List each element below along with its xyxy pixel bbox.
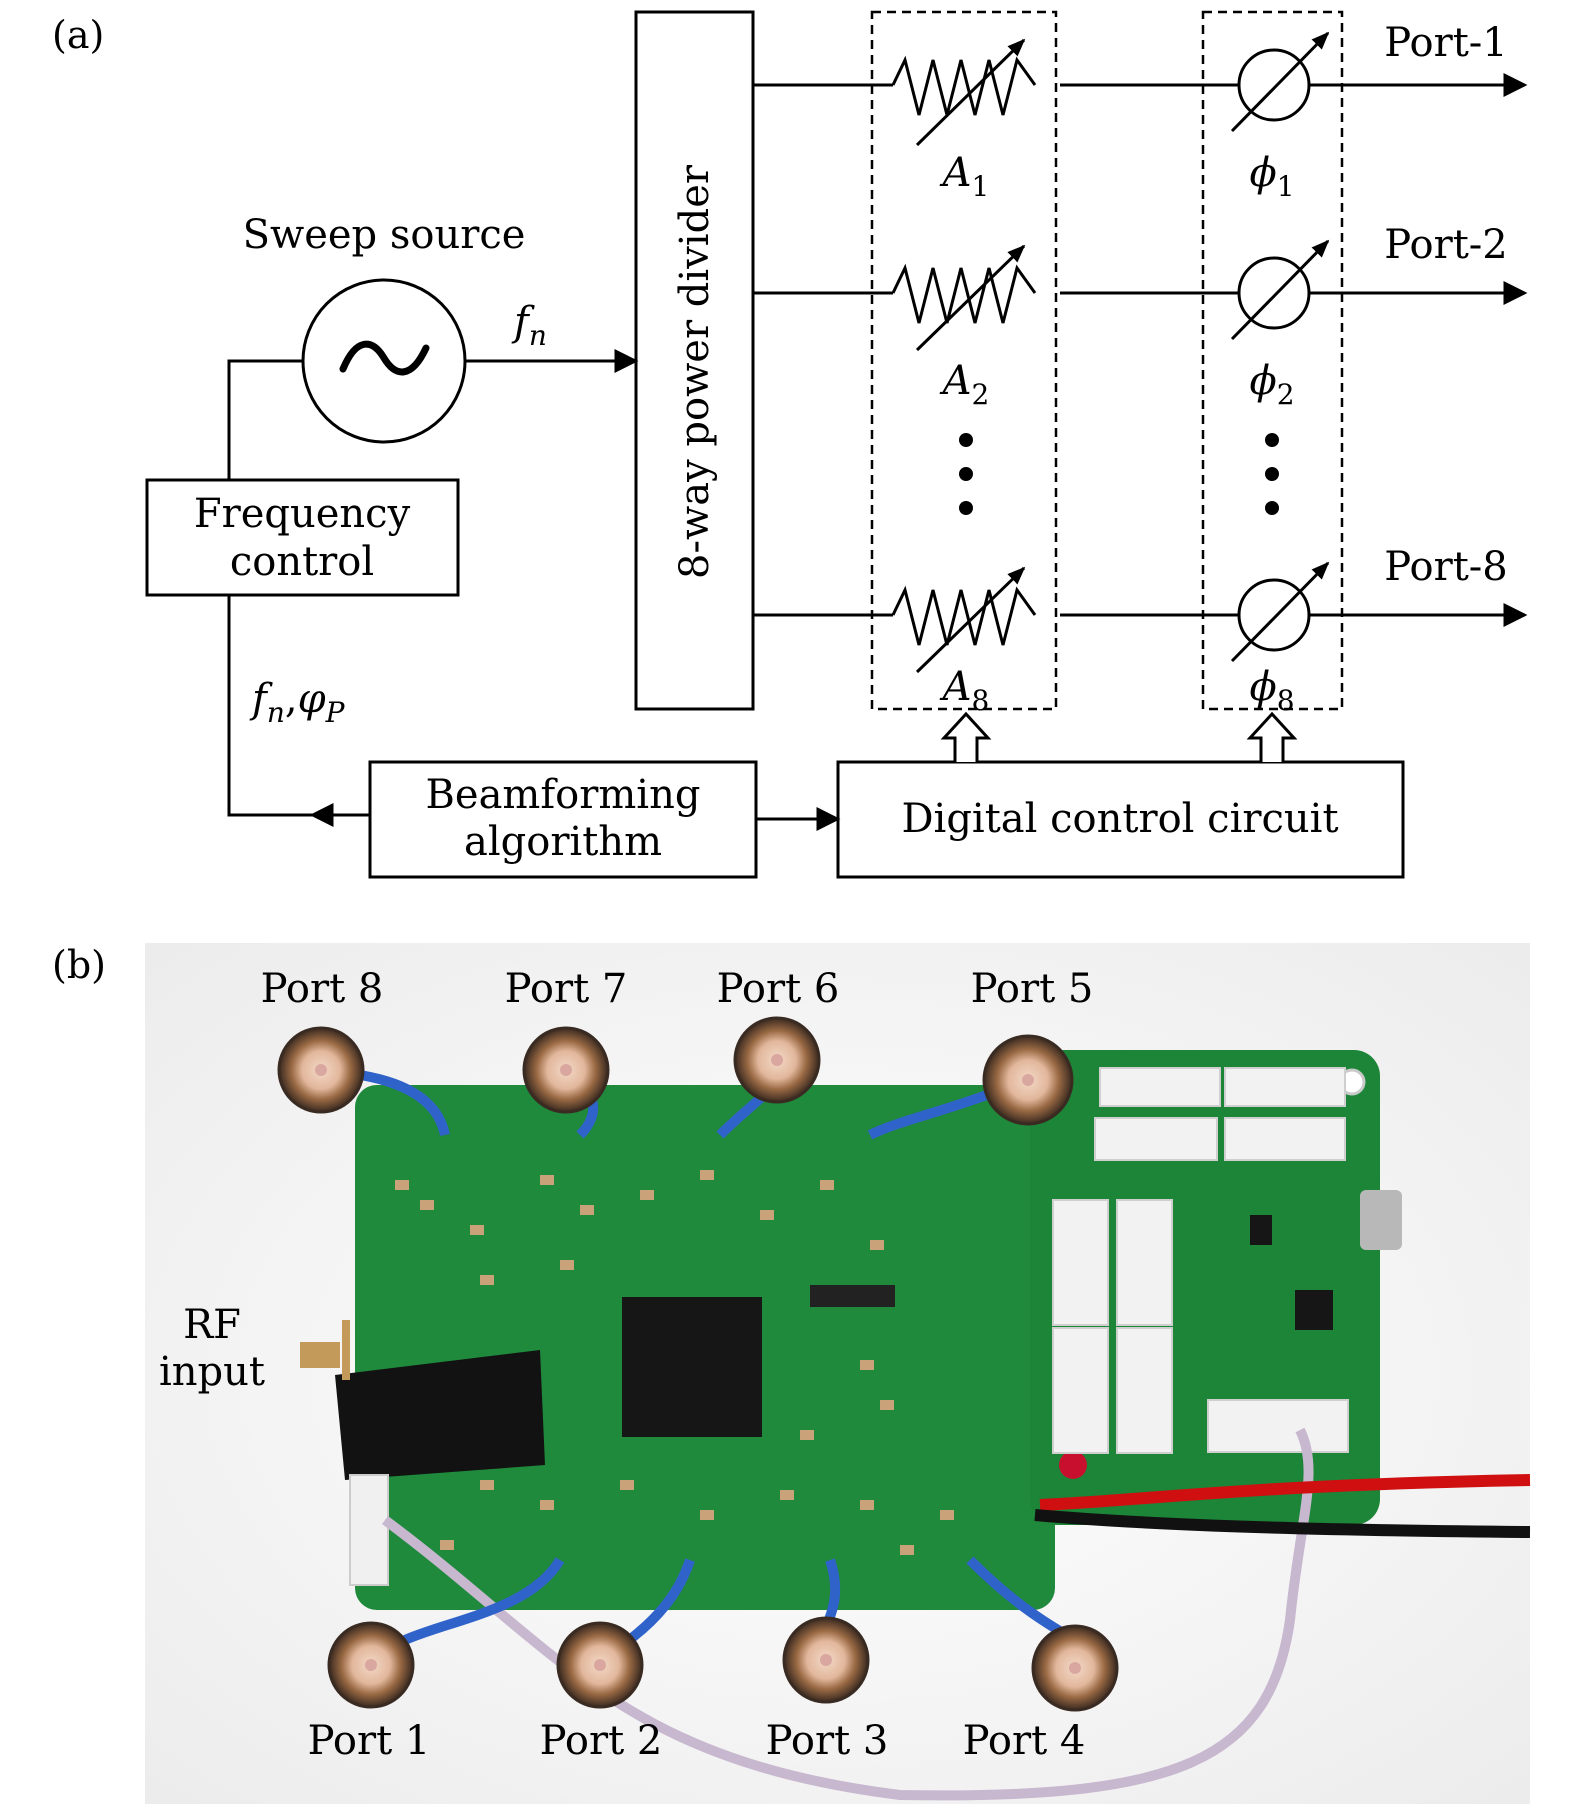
phase-shifter-8-icon — [1237, 578, 1311, 652]
mount-hole-red — [1059, 1451, 1087, 1479]
top-port-label-7: Port 7 — [505, 966, 628, 1012]
phase-shifter-group — [1201, 10, 1344, 711]
frequency-control-line1: Frequency — [194, 491, 411, 537]
attenuator-group — [870, 10, 1058, 711]
phase-shifter-2-label: ϕ2 — [1249, 358, 1294, 411]
attenuator-1-icon — [891, 55, 1037, 116]
top-port-label-5: Port 5 — [971, 966, 1094, 1012]
attenuator-8-label: A8 — [939, 664, 990, 717]
phase-shifter-1-icon — [1237, 48, 1311, 122]
source-control-link — [227, 359, 303, 480]
bottom-port-label-3: Port 3 — [766, 1718, 889, 1764]
channel-row-2: A2 ϕ2 Port-2 — [753, 222, 1528, 411]
power-cable-black — [1034, 1509, 1531, 1538]
rf-input-label-line1: RF — [183, 1302, 241, 1348]
phase-shifter-2-icon — [1237, 256, 1311, 330]
port-1-label: Port-1 — [1384, 20, 1508, 66]
bottom-port-label-1: Port 1 — [308, 1718, 431, 1764]
panel-b-label: (b) — [52, 943, 106, 987]
rf-input-connector — [300, 1342, 340, 1368]
digital-control-label: Digital control circuit — [901, 796, 1338, 842]
digital-control-box — [836, 760, 1405, 879]
ribbon-connector-left — [349, 1474, 389, 1586]
header-connectors — [1052, 1067, 1349, 1454]
phase-shifter-8-label: ϕ8 — [1249, 664, 1294, 717]
port-2-label: Port-2 — [1384, 222, 1508, 268]
top-port-label-6: Port 6 — [717, 966, 840, 1012]
ellipsis-dots — [959, 433, 1279, 515]
channel-row-1: A1 ϕ1 Port-1 — [753, 20, 1528, 203]
power-cable-red — [1039, 1474, 1531, 1511]
frequency-control-box — [145, 478, 460, 597]
phase-shifter-1-label: ϕ1 — [1249, 150, 1294, 203]
channel-row-8: A8 ϕ8 Port-8 — [753, 544, 1528, 717]
attenuator-1-label: A1 — [939, 150, 990, 203]
beamforming-line1: Beamforming — [426, 772, 701, 818]
panel-b: (b) — [52, 943, 1531, 1804]
frequency-control-line2: control — [230, 539, 374, 585]
top-port-label-8: Port 8 — [261, 966, 384, 1012]
usb-port — [1360, 1190, 1402, 1250]
rf-input-label-line2: input — [159, 1349, 265, 1395]
control-arrow-phase-shifters — [1246, 711, 1298, 762]
attenuator-8-icon — [891, 585, 1037, 646]
panel-a: (a) Sweep source fn Frequency control fn… — [52, 10, 1528, 879]
power-divider-label: 8-way power divider — [672, 164, 718, 579]
beamforming-line2: algorithm — [464, 819, 662, 865]
bottom-sma-connectors — [327, 1616, 1119, 1712]
attenuator-2-label: A2 — [939, 358, 990, 411]
port-8-label: Port-8 — [1384, 544, 1508, 590]
sweep-source-label: Sweep source — [243, 212, 526, 258]
sine-wave-icon — [339, 340, 430, 376]
top-sma-connectors — [277, 1016, 1074, 1126]
attenuator-2-icon — [891, 263, 1037, 324]
panel-a-label: (a) — [52, 13, 104, 57]
smd-components — [395, 1170, 954, 1555]
bottom-port-label-2: Port 2 — [540, 1718, 663, 1764]
rf-shield-tape — [335, 1350, 545, 1480]
bottom-port-label-4: Port 4 — [963, 1718, 1086, 1764]
fn-label: fn — [511, 299, 547, 352]
power-divider-box — [634, 10, 755, 711]
fpga-chip — [622, 1297, 762, 1437]
feedback-label: fn,φP — [249, 676, 346, 729]
control-arrow-attenuators — [940, 711, 992, 762]
